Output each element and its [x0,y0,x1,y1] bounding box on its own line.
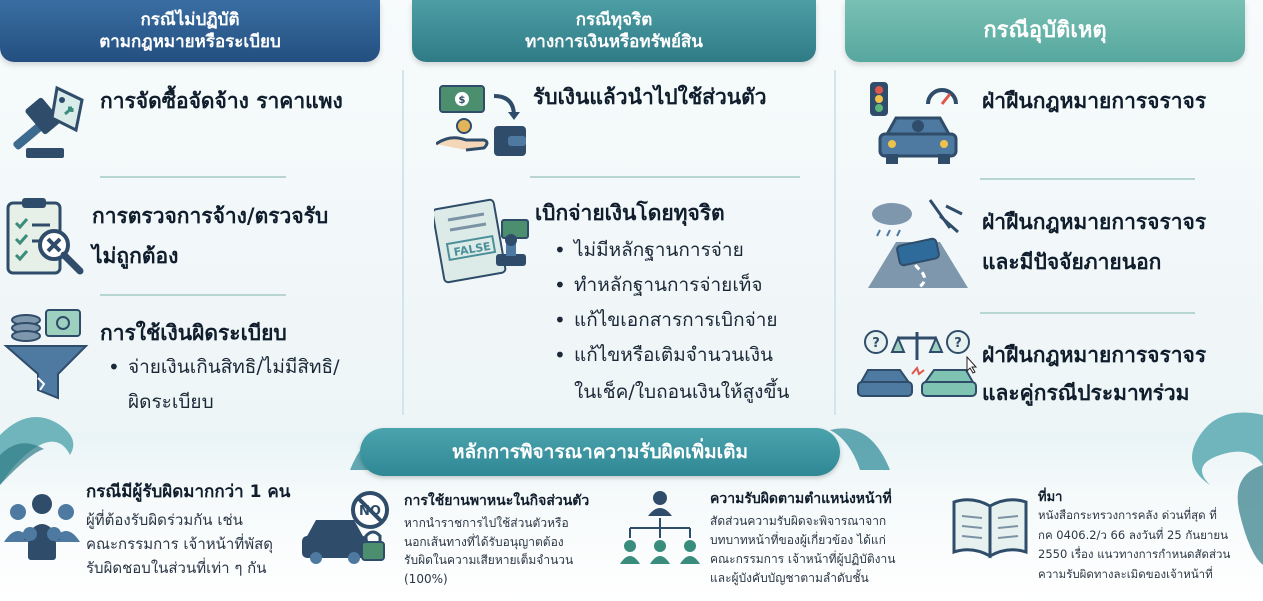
bottom-text-multiple-liable: ผู้ที่ต้องรับผิดร่วมกัน เช่น คณะกรรมการ … [86,508,273,580]
row-divider [980,178,1195,180]
list-item: แก้ไขหรือเติมจำนวนเงิน [552,338,778,373]
text-line: กค 0406.2/ว 66 ลงวันที่ 25 กันยายน [1038,527,1228,542]
gavel-price-tag-icon [2,78,94,170]
list-item: ทำหลักฐานการจ่ายเท็จ [552,268,778,303]
header-accident: กรณีอุบัติเหตุ [845,0,1245,62]
row-divider [980,312,1195,314]
bottom-text-source: หนังสือกระทรวงการคลัง ด่วนที่สุด ที่ กค … [1038,506,1230,584]
list-item-continuation: ในเช็ค/ใบถอนเงินให้สูงขึ้น [574,381,790,403]
item-personal-use: รับเงินแล้วนำไปใช้ส่วนตัว [533,85,767,109]
item-inspection-line2: ไม่ถูกต้อง [92,244,179,268]
svg-text:?: ? [872,336,880,351]
text-line: 2550 เรื่อง แนวทางการกำหนดสัดส่วน [1038,547,1231,561]
item-procurement: การจัดซื้อจัดจ้าง ราคาแพง [100,89,343,113]
list-item: แก้ไขเอกสารการเบิกจ่าย [552,303,778,338]
storm-road-car-icon [866,198,970,294]
text-line: ความรับผิดทางละเมิดของเจ้าหน้าที่ [1038,566,1213,581]
clipboard-magnifier-icon [4,195,88,283]
item-traffic-violation: ฝ่าฝืนกฎหมายการจราจร [982,89,1207,113]
header-text: กรณีอุบัติเหตุ [983,18,1107,43]
bottom-text-private-vehicle-use: หากนำราชการไปใช้ส่วนตัวหรือ นอกเส้นทางที… [404,514,573,588]
text-line: คณะกรรมการ เจ้าหน้าที่พัสดุ [86,535,273,553]
list-item: ไม่มีหลักฐานการจ่าย [552,233,778,268]
irregular-spending-bullets: จ่ายเงินเกินสิทธิ/ไม่มีสิทธิ/ [106,350,340,385]
false-document-stamp-icon: FALSE [431,198,534,292]
text-line: รับผิดชอบในส่วนที่เท่า ๆ กัน [86,559,267,577]
svg-text:?: ? [954,336,962,351]
bottom-title-private-vehicle-use: การใช้ยานพาหนะในกิจส่วนตัว [404,493,590,509]
bottom-text-position-liability: สัดส่วนความรับผิดจะพิจารณาจาก บทบาทหน้าท… [710,512,895,588]
false-stamp-text: FALSE [453,240,492,259]
money-to-wallet-icon: $ [435,82,528,172]
wave-decoration-icon [1192,412,1263,565]
header-text: กรณีไม่ปฏิบัติ [140,10,240,30]
bottom-title-position-liability: ความรับผิดตามตำแหน่งหน้าที่ [710,491,892,507]
item-inspection: การตรวจการจ้าง/ตรวจรับ ไม่ถูกต้อง [92,196,328,276]
bottom-title-multiple-liable: กรณีมีผู้รับผิดมากกว่า 1 คน [86,482,291,502]
open-book-icon [950,494,1030,564]
item-irregular-spending: การใช้เงินผิดระเบียบ [100,321,287,345]
scales-car-crash-icon: ? ? [856,328,978,404]
text-line: หนังสือกระทรวงการคลัง ด่วนที่สุด ที่ [1038,508,1217,522]
no-sign-text: NO [359,504,381,519]
item-line: และมีปัจจัยภายนอก [982,250,1162,274]
item-line: และคู่กรณีประมาทร่วม [982,381,1190,405]
header-text: ทางการเงินหรือทรัพย์สิน [525,32,703,52]
text-line: หากนำราชการไปใช้ส่วนตัวหรือ [404,516,569,530]
header-financial-fraud: กรณีทุจริต ทางการเงินหรือทรัพย์สิน [412,0,816,62]
row-divider [100,294,286,296]
org-chart-icon [615,488,705,572]
header-non-compliance: กรณีไม่ปฏิบัติ ตามกฎหมายหรือระเบียบ [0,0,380,62]
header-text: กรณีทุจริต [575,10,653,30]
item-line: ฝ่าฝืนกฎหมายการจราจร [982,343,1207,367]
text-line: นอกเส้นทางที่ได้รับอนุญาตต้อง [404,534,564,549]
mouse-cursor-icon [966,355,978,378]
group-people-icon [2,490,82,568]
fraud-bullets: ไม่มีหลักฐานการจ่าย ทำหลักฐานการจ่ายเท็จ… [552,233,778,373]
text-line: รับผิดในความเสียหายเต็มจำนวน [404,553,574,567]
text-line: และผู้บังคับบัญชาตามลำดับชั้น [710,571,869,585]
list-item: จ่ายเงินเกินสิทธิ/ไม่มีสิทธิ/ [106,350,340,385]
item-inspection-line1: การตรวจการจ้าง/ตรวจรับ [92,204,329,228]
text-line: คณะกรรมการ เจ้าหน้าที่ผู้ปฏิบัติงาน [710,552,896,566]
item-traffic-external-factors: ฝ่าฝืนกฎหมายการจราจร และมีปัจจัยภายนอก [982,202,1206,282]
row-divider [100,176,286,178]
no-car-lock-icon: NO [300,490,400,574]
list-item-continuation: ผิดระเบียบ [128,391,214,413]
column-divider [834,70,836,415]
bottom-title-source: ที่มา [1038,490,1063,505]
money-funnel-icon [2,308,90,408]
svg-text:$: $ [459,95,466,106]
text-line: บทบาทหน้าที่ของผู้เกี่ยวข้อง ได้แก่ [710,533,886,547]
column-divider [402,70,404,415]
wave-decoration-icon [0,417,74,485]
row-divider [530,176,800,178]
text-line: สัดส่วนความรับผิดจะพิจารณาจาก [710,514,887,528]
header-text: ตามกฎหมายหรือระเบียบ [99,32,281,52]
text-line: (100%) [404,571,448,586]
item-traffic-contributory: ฝ่าฝืนกฎหมายการจราจร และคู่กรณีประมาทร่ว… [982,336,1206,412]
additional-principles-banner: หลักการพิจารณาความรับผิดเพิ่มเติม [360,428,840,476]
text-line: ผู้ที่ต้องรับผิดร่วมกัน เช่น [86,511,243,529]
item-fraudulent-disbursement: เบิกจ่ายเงินโดยทุจริต [535,201,725,225]
traffic-light-car-icon [864,80,974,176]
item-line: ฝ่าฝืนกฎหมายการจราจร [982,210,1207,234]
